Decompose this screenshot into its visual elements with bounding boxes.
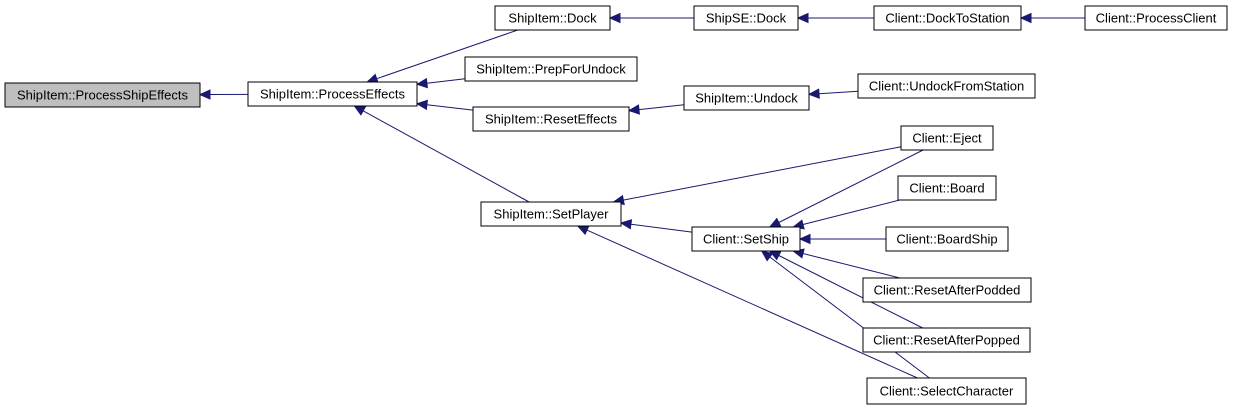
arrowhead-n_set_ship	[798, 233, 811, 245]
arrowhead-n_undock	[807, 88, 820, 99]
node-label: Client::Eject	[912, 131, 982, 146]
arrowhead-n_process_effects	[415, 99, 428, 111]
node-client-docktostation[interactable]: Client::DockToStation	[873, 5, 1022, 31]
node-label: Client::Board	[909, 181, 984, 196]
edge-n_select_character-to-n_set_player	[586, 229, 918, 379]
edge-n_undock_from_station-to-n_undock	[818, 90, 859, 95]
node-client-resetafterpodded[interactable]: Client::ResetAfterPodded	[862, 277, 1032, 303]
arrowhead-n_shipse_dock	[796, 12, 809, 24]
node-label: Client::SelectCharacter	[880, 384, 1014, 399]
arrowhead-n_dock_to_station	[1019, 12, 1032, 24]
edge-n_set_ship-to-n_set_player	[630, 223, 693, 233]
arrowhead-n_set_player	[619, 219, 633, 230]
node-shipitem-undock[interactable]: ShipItem::Undock	[683, 85, 810, 111]
node-shipitem-prepforundock[interactable]: ShipItem::PrepForUndock	[464, 56, 638, 82]
edge-n_reset_after_podded-to-n_set_ship	[802, 253, 900, 279]
node-client-setship[interactable]: Client::SetShip	[691, 226, 801, 252]
node-label: Client::DockToStation	[885, 11, 1009, 26]
edge-n_board-to-n_set_ship	[802, 199, 900, 225]
arrowhead-n_set_player	[576, 225, 590, 236]
node-label: ShipItem::SetPlayer	[494, 207, 610, 222]
arrowhead-n_process_ship_effects	[198, 89, 211, 100]
edge-n_prep_for_undock-to-n_process_effects	[426, 78, 466, 84]
edges-layer	[198, 12, 1085, 379]
node-client-boardship[interactable]: Client::BoardShip	[885, 226, 1009, 252]
edge-n_undock-to-n_reset_effects	[638, 104, 685, 111]
node-label: ShipItem::Undock	[695, 91, 798, 106]
node-client-selectcharacter[interactable]: Client::SelectCharacter	[866, 377, 1027, 405]
edge-n_eject-to-n_set_player	[623, 146, 902, 201]
node-shipitem-dock[interactable]: ShipItem::Dock	[494, 5, 611, 31]
node-client-board[interactable]: Client::Board	[897, 175, 997, 201]
node-shipitem-reseteffects[interactable]: ShipItem::ResetEffects	[472, 106, 630, 132]
edge-n_set_player-to-n_process_effects	[362, 110, 530, 203]
node-client-eject[interactable]: Client::Eject	[900, 125, 994, 151]
node-label: Client::ResetAfterPodded	[874, 283, 1021, 298]
edge-n_eject-to-n_set_ship	[778, 149, 924, 223]
node-label: ShipItem::Dock	[508, 11, 597, 26]
arrowhead-n_dock	[608, 12, 621, 24]
node-label: ShipItem::PrepForUndock	[476, 62, 626, 77]
arrowhead-n_set_ship	[768, 217, 782, 228]
node-label: Client::ResetAfterPopped	[873, 333, 1020, 348]
node-label: ShipItem::ResetEffects	[485, 112, 617, 127]
node-label: Client::BoardShip	[896, 232, 997, 247]
node-client-undockfromstation[interactable]: Client::UndockFromStation	[857, 73, 1036, 99]
nodes-layer: ShipItem::ProcessShipEffects ShipItem::P…	[4, 5, 1228, 405]
edge-n_reset_effects-to-n_process_effects	[426, 104, 474, 111]
arrowhead-n_reset_effects	[627, 104, 640, 115]
edge-n_reset_after_popped-to-n_set_ship	[778, 255, 923, 329]
arrowhead-n_process_effects	[415, 77, 428, 89]
node-label: Client::UndockFromStation	[869, 79, 1024, 94]
node-label: ShipItem::ProcessShipEffects	[17, 88, 189, 103]
node-shipse-dock[interactable]: ShipSE::Dock	[693, 5, 799, 31]
arrowhead-n_set_ship	[760, 250, 774, 262]
node-label: Client::ProcessClient	[1096, 11, 1217, 26]
node-shipitem-setplayer[interactable]: ShipItem::SetPlayer	[480, 201, 622, 227]
node-label: ShipItem::ProcessEffects	[260, 87, 405, 102]
node-shipitem-processshipeffects[interactable]: ShipItem::ProcessShipEffects	[4, 82, 201, 108]
node-label: ShipSE::Dock	[706, 11, 787, 26]
node-client-resetafterpopped[interactable]: Client::ResetAfterPopped	[862, 327, 1031, 353]
edge-n_select_character-to-n_set_ship	[769, 256, 930, 379]
node-shipitem-processeffects[interactable]: ShipItem::ProcessEffects	[247, 81, 418, 107]
arrowhead-n_process_effects	[353, 105, 367, 116]
node-label: Client::SetShip	[703, 232, 789, 247]
edge-n_dock-to-n_process_effects	[376, 29, 518, 80]
node-client-processclient[interactable]: Client::ProcessClient	[1084, 5, 1228, 31]
